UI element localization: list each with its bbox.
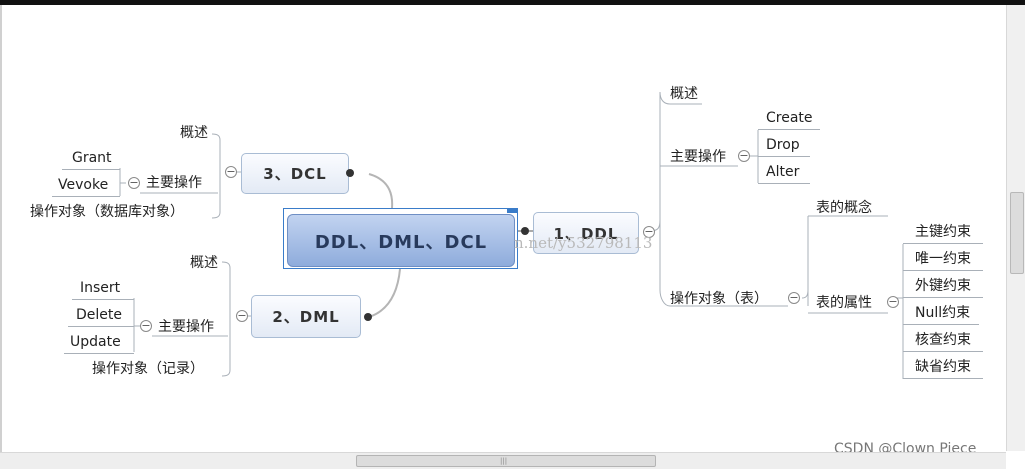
vertical-scroll-thumb[interactable] — [1010, 192, 1024, 274]
central-topic[interactable]: DDL、DML、DCL — [287, 214, 515, 267]
ddl-attr-unique-label: 唯一约束 — [915, 251, 971, 267]
ddl-attr-check-label: 核查约束 — [915, 332, 971, 348]
dml-op-insert-label: Insert — [80, 280, 121, 296]
blog-watermark: n.net/y532798113 — [514, 234, 653, 252]
ddl-attr-default: 缺省约束 — [903, 357, 983, 379]
dml-collapse-toggle[interactable]: − — [236, 309, 248, 322]
horizontal-scroll-thumb[interactable] — [356, 455, 656, 467]
window-left-border — [0, 5, 2, 455]
dcl-collapse-toggle[interactable]: − — [225, 165, 237, 178]
ddl-attr-foreign-key-label: 外键约束 — [915, 278, 971, 294]
dml-op-delete: Delete — [68, 305, 134, 327]
ddl-connector-dot — [521, 227, 529, 235]
ddl-op-create: Create — [758, 108, 820, 130]
ddl-node[interactable]: 1、DDL — [533, 212, 639, 254]
connector-lines — [119, 91, 904, 379]
dml-main-ops-label: 主要操作 — [158, 319, 214, 335]
ddl-attr-foreign-key: 外键约束 — [903, 276, 983, 298]
dcl-node[interactable]: 3、DCL — [241, 153, 349, 194]
dml-op-update-label: Update — [70, 334, 121, 350]
ddl-collapse-toggle[interactable]: − — [643, 225, 655, 238]
ddl-object-label: 操作对象（表） — [670, 291, 768, 307]
dml-object-label: 操作对象（记录） — [92, 361, 204, 377]
ddl-op-drop: Drop — [758, 135, 810, 157]
ddl-table-attributes-label: 表的属性 — [816, 295, 872, 311]
dml-connector-dot — [364, 313, 372, 321]
scroll-grip-icon: ||| — [500, 457, 508, 465]
dcl-op-vevoke-label: Vevoke — [58, 177, 109, 193]
ddl-attributes-toggle[interactable]: − — [887, 295, 899, 308]
ddl-attr-primary-key: 主键约束 — [903, 222, 983, 244]
dcl-main-ops-label: 主要操作 — [146, 175, 202, 191]
dml-node[interactable]: 2、DML — [251, 295, 361, 338]
window-top-border — [0, 0, 1025, 5]
ddl-object-toggle[interactable]: − — [788, 291, 800, 304]
dml-node-label: 2、DML — [272, 308, 340, 326]
dcl-op-vevoke: Vevoke — [52, 175, 120, 197]
selection-handle[interactable] — [507, 208, 518, 213]
ddl-op-alter-label: Alter — [766, 164, 800, 180]
ddl-main-ops-toggle[interactable]: − — [738, 149, 750, 162]
central-topic-label: DDL、DML、DCL — [314, 231, 488, 253]
dml-op-insert: Insert — [72, 278, 134, 300]
ddl-overview-label: 概述 — [670, 86, 698, 102]
dcl-op-grant-label: Grant — [72, 150, 112, 166]
dml-main-ops-toggle[interactable]: − — [140, 319, 152, 332]
dcl-main-ops-toggle[interactable]: − — [128, 176, 140, 189]
dcl-op-grant: Grant — [62, 148, 120, 170]
dml-op-delete-label: Delete — [76, 307, 122, 323]
dcl-node-label: 3、DCL — [263, 165, 327, 183]
ddl-op-drop-label: Drop — [766, 137, 800, 153]
ddl-node-label: 1、DDL — [553, 224, 619, 243]
ddl-attr-null-label: Null约束 — [915, 305, 971, 321]
dcl-object-label: 操作对象（数据库对象） — [30, 204, 184, 220]
ddl-attr-unique: 唯一约束 — [903, 249, 983, 271]
ddl-attr-null: Null约束 — [903, 303, 979, 325]
dml-op-update: Update — [64, 332, 134, 354]
ddl-op-alter: Alter — [758, 162, 810, 184]
ddl-table-concept-label: 表的概念 — [816, 200, 872, 216]
ddl-main-ops-label: 主要操作 — [670, 149, 726, 165]
ddl-attr-default-label: 缺省约束 — [915, 359, 971, 375]
ddl-op-create-label: Create — [766, 110, 813, 126]
ddl-attr-check: 核查约束 — [903, 330, 983, 352]
dcl-connector-dot — [346, 169, 354, 177]
vertical-scrollbar[interactable] — [1006, 5, 1025, 451]
dml-overview-label: 概述 — [190, 255, 218, 271]
ddl-attr-primary-key-label: 主键约束 — [915, 224, 971, 240]
horizontal-scrollbar[interactable]: ||| — [0, 452, 1006, 469]
dcl-overview-label: 概述 — [180, 125, 208, 141]
